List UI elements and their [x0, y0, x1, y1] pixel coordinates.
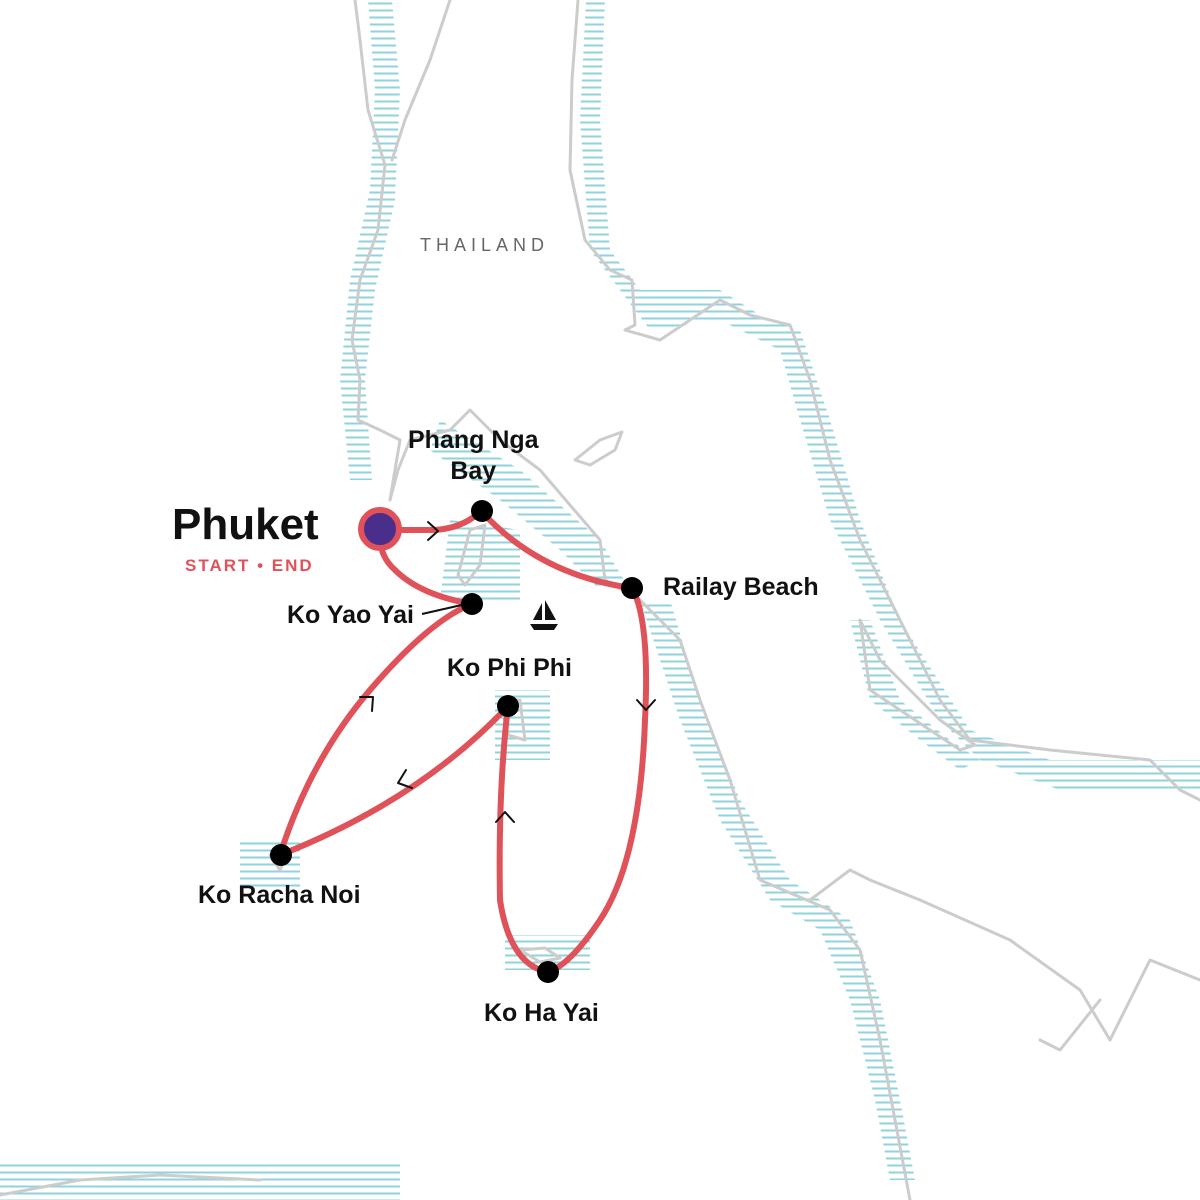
stop-label-line: Phang Nga [408, 426, 539, 454]
arrow-up-right-icon [359, 696, 374, 712]
stop-label-ko-ha-yai: Ko Ha Yai [484, 999, 599, 1027]
stop-label-ko-racha-noi: Ko Racha Noi [198, 881, 361, 909]
stop-label-ko-yao-yai: Ko Yao Yai [287, 601, 414, 629]
stop-label-line: Bay [450, 457, 497, 485]
stop-markers [270, 500, 643, 983]
ko-yao-yai-leader [421, 603, 467, 615]
marker-ko-racha-noi [270, 844, 292, 866]
start-end-marker [358, 507, 402, 551]
marker-railay-beach [621, 577, 643, 599]
direction-arrows [359, 521, 656, 823]
route-segment [545, 585, 650, 975]
route-segment [277, 601, 475, 858]
route-segment [496, 703, 551, 975]
arrow-right-icon [427, 521, 439, 541]
country-label: THAILAND [420, 235, 550, 255]
route-segment [479, 509, 635, 591]
route-segment [277, 703, 511, 858]
start-city-label: Phuket [172, 500, 319, 549]
arrow-down-icon [636, 699, 656, 711]
stop-label-railay-beach: Railay Beach [663, 573, 819, 601]
marker-ko-yao-yai [461, 593, 483, 615]
arrow-up-icon [495, 811, 515, 823]
marker-ko-ha-yai [537, 961, 559, 983]
arrow-down-left-icon [397, 769, 413, 789]
sailboat-icon [530, 600, 558, 630]
marker-ko-phi-phi [497, 695, 519, 717]
marker-phang-nga-bay [471, 500, 493, 522]
stop-label-ko-phi-phi: Ko Phi Phi [447, 654, 572, 682]
start-end-label: START • END [185, 556, 314, 575]
stop-label-phang-nga-bay: Phang Nga Bay [408, 425, 539, 487]
